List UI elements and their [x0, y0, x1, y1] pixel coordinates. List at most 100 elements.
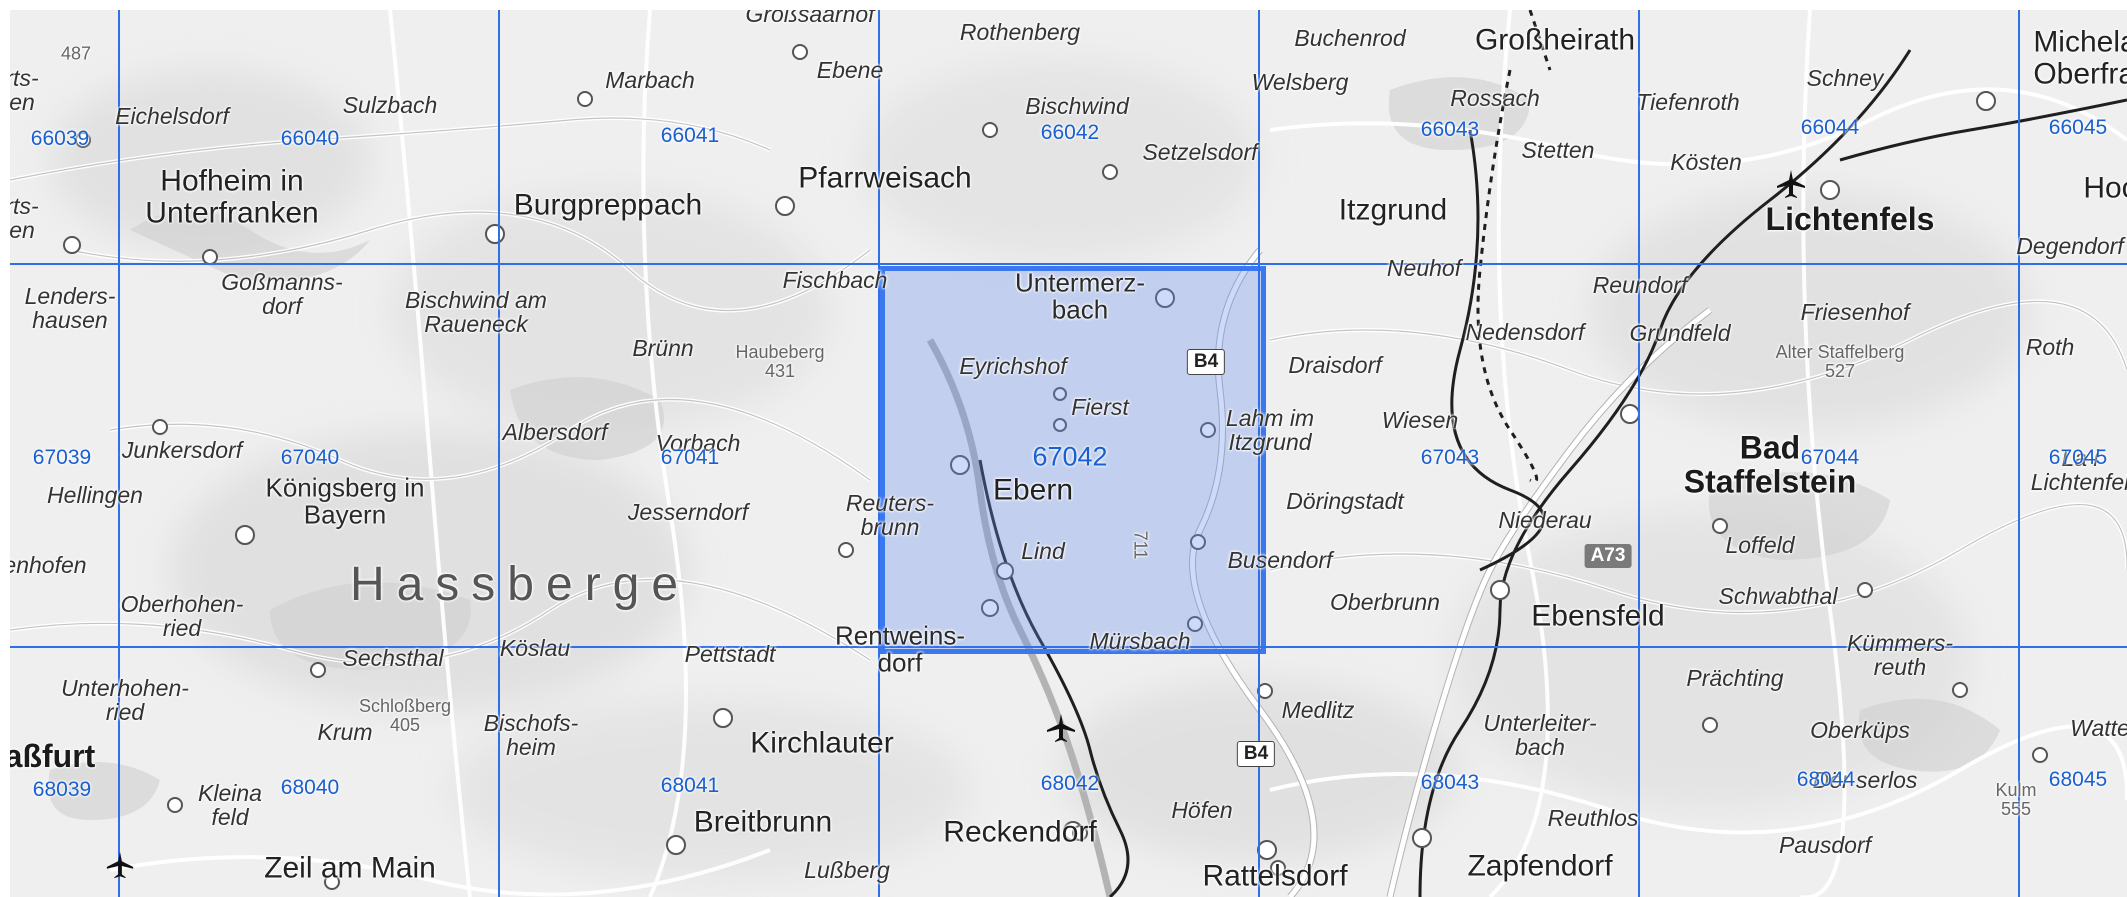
- settlement-markers: [63, 44, 2048, 890]
- place-label: Pausdorf: [1778, 831, 1872, 858]
- topographic-map[interactable]: Eichelsdorf Sulzbach Marbach Großsaarhof…: [10, 10, 2127, 897]
- roads-minor-outline: [10, 117, 2127, 664]
- place-label: Döringstadt: [1286, 487, 1404, 514]
- place-label: Fierst: [1071, 393, 1129, 420]
- place-label: Pettstadt: [684, 640, 776, 667]
- place-label: Bischofs-heim: [483, 709, 579, 760]
- place-label: Reuters-brunn: [845, 489, 935, 540]
- grid-line-vertical: [2018, 10, 2020, 897]
- place-label: Wiesen: [1381, 406, 1459, 433]
- grid-cell-label[interactable]: 68044: [1796, 768, 1856, 791]
- place-label: Vorbach: [655, 429, 741, 456]
- place-label: enhofen: [10, 551, 87, 578]
- railway-dashed: [1476, 10, 1552, 483]
- place-label: Reuthlos: [1547, 804, 1639, 831]
- airport-icon: [106, 851, 134, 879]
- place-label: rts-en: [10, 192, 39, 243]
- forest-patches: [48, 77, 2000, 820]
- place-label: Großsaarhof: [745, 10, 875, 27]
- place-label: Rattelsdorf: [1202, 859, 1348, 893]
- grid-cell-label[interactable]: 66044: [1800, 116, 1860, 139]
- place-label: Lind: [1021, 537, 1065, 564]
- grid-line-vertical: [1258, 10, 1260, 897]
- place-label: Tiefenroth: [1636, 88, 1740, 115]
- place-label: Loffeld: [1725, 531, 1795, 558]
- place-label: Kümmers-reuth: [1846, 629, 1954, 680]
- place-label: Prächting: [1686, 664, 1784, 691]
- place-label: Sulzbach: [342, 91, 438, 118]
- place-label: Burgpreppach: [513, 188, 703, 222]
- place-label: rts-en: [10, 64, 39, 115]
- grid-line-horizontal: [10, 646, 2127, 648]
- place-label: Lußberg: [804, 856, 890, 883]
- place-label: Kirchlauter: [750, 726, 894, 760]
- place-label: Rentweins-dorf: [834, 620, 966, 678]
- grid-line-vertical: [498, 10, 500, 897]
- place-label: Eyrichshof: [959, 352, 1067, 379]
- grid-cell-label[interactable]: 68043: [1420, 771, 1480, 794]
- peak-label: 711: [1130, 530, 1151, 560]
- grid-cell-label[interactable]: 68041: [660, 774, 720, 797]
- place-label: Schney: [1806, 64, 1884, 91]
- place-label: Medlitz: [1281, 696, 1355, 723]
- place-label: Itzgrund: [1338, 193, 1448, 227]
- grid-line-vertical: [118, 10, 120, 897]
- road-shield-b4: B4: [1186, 349, 1226, 375]
- selected-grid-cell[interactable]: [880, 266, 1266, 654]
- place-label: Grundfeld: [1629, 319, 1731, 346]
- place-label: Oberbrunn: [1330, 588, 1440, 615]
- grid-cell-label[interactable]: 67045: [2048, 446, 2108, 469]
- place-label: Ebene: [816, 56, 884, 83]
- place-label: Pfarrweisach: [798, 161, 972, 195]
- grid-cell-label[interactable]: 67044: [1800, 446, 1860, 469]
- place-label: Nedensdorf: [1465, 318, 1585, 345]
- grid-cell-label[interactable]: 67043: [1420, 446, 1480, 469]
- place-label: Ebensfeld: [1531, 599, 1665, 633]
- place-label: Junkersdorf: [121, 436, 243, 463]
- place-label: Schwabthal: [1718, 582, 1838, 609]
- grid-cell-label-selected[interactable]: 67042: [1032, 441, 1108, 472]
- grid-cell-label[interactable]: 66042: [1040, 121, 1100, 144]
- place-label: Lenders-hausen: [24, 282, 116, 333]
- region-label: Hassberge: [349, 557, 691, 611]
- place-label: Rothenberg: [959, 18, 1081, 45]
- grid-cell-label[interactable]: 67040: [280, 446, 340, 469]
- road-shield-b4: B4: [1236, 741, 1276, 767]
- place-label: Höfen: [1171, 796, 1233, 823]
- grid-cell-label[interactable]: 66045: [2048, 116, 2108, 139]
- grid-cell-label[interactable]: 67041: [660, 446, 720, 469]
- place-label: Unterhohen-ried: [61, 674, 189, 725]
- place-label: Breitbrunn: [693, 805, 833, 839]
- grid-cell-label[interactable]: 68042: [1040, 772, 1100, 795]
- place-label: Ebern: [992, 473, 1074, 507]
- place-label: Buchenrod: [1294, 24, 1406, 51]
- grid-cell-label[interactable]: 66040: [280, 127, 340, 150]
- place-label: Rossach: [1450, 84, 1540, 111]
- grid-cell-label[interactable]: 66043: [1420, 118, 1480, 141]
- grid-cell-label[interactable]: 66041: [660, 124, 720, 147]
- place-label: Kösten: [1670, 148, 1742, 175]
- place-label: Niederau: [1498, 506, 1592, 533]
- place-label: Goßmanns-dorf: [221, 268, 343, 319]
- road-shield-a73: A73: [1584, 544, 1632, 568]
- grid-cell-label[interactable]: 68039: [32, 778, 92, 801]
- place-label: Degendorf: [2016, 232, 2124, 259]
- grid-cell-label[interactable]: 68045: [2048, 768, 2108, 791]
- place-label: Welsberg: [1251, 68, 1349, 95]
- place-label: Untermerz-bach: [1014, 267, 1146, 325]
- grid-cell-label[interactable]: 67039: [32, 446, 92, 469]
- grid-cell-label[interactable]: 68040: [280, 776, 340, 799]
- grid-line-vertical: [1638, 10, 1640, 897]
- peak-label: 487: [60, 43, 92, 64]
- grid-cell-label[interactable]: 66039: [30, 127, 90, 150]
- place-label: Köslau: [499, 634, 571, 661]
- map-terrain: [10, 10, 2127, 897]
